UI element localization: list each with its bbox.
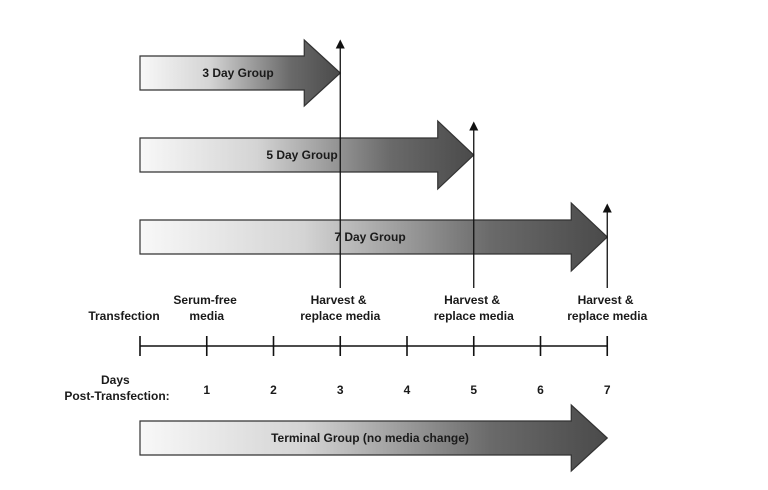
terminal-group-label: Terminal Group (no media change) xyxy=(271,431,469,445)
event-label-harvest-day-3: Harvest & replace media xyxy=(300,293,380,323)
event-label-transfection: Transfection xyxy=(88,309,159,323)
day-number-7: 7 xyxy=(604,383,611,397)
day-number-5: 5 xyxy=(470,383,477,397)
group-arrow-5-day xyxy=(139,119,475,191)
group-label-7-day: 7 Day Group xyxy=(334,230,405,244)
days-post-transfection-label: Days Post-Transfection: xyxy=(64,373,169,403)
harvest-connectors xyxy=(335,39,612,288)
day-number-4: 4 xyxy=(404,383,411,397)
group-arrows: 3 Day Group 5 Day Group 7 Day Group Term… xyxy=(139,38,609,473)
day-number-3: 3 xyxy=(337,383,344,397)
day-number-6: 6 xyxy=(537,383,544,397)
group-label-3-day: 3 Day Group xyxy=(202,66,273,80)
event-labels: Transfection Serum-free media Harvest & … xyxy=(88,293,647,323)
event-label-harvest-day-5: Harvest & replace media xyxy=(434,293,514,323)
terminal-group-arrow xyxy=(139,403,609,473)
timeline-axis xyxy=(139,336,609,356)
event-label-serum-free: Serum-free media xyxy=(173,293,240,323)
day-number-1: 1 xyxy=(203,383,210,397)
group-arrow-3-day xyxy=(139,38,342,108)
day-number-2: 2 xyxy=(270,383,277,397)
group-label-5-day: 5 Day Group xyxy=(266,148,337,162)
group-arrow-7-day xyxy=(139,201,609,273)
day-labels: Days Post-Transfection: 1 2 3 4 5 6 7 xyxy=(64,373,611,403)
event-label-harvest-day-7: Harvest & replace media xyxy=(567,293,647,323)
